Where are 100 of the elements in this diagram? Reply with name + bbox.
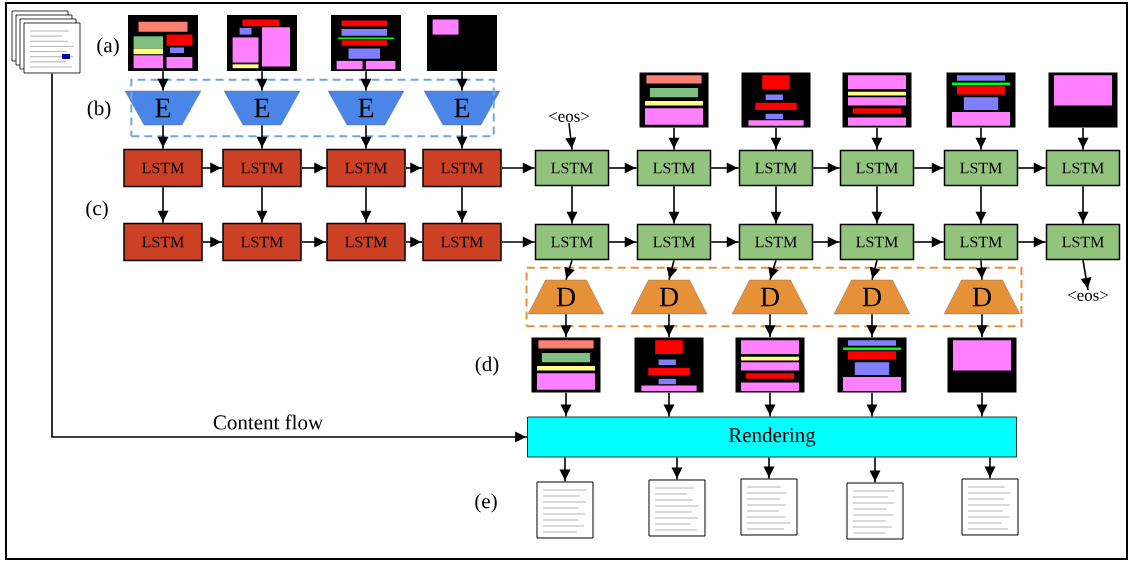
layout-picture <box>1048 72 1118 128</box>
lstm-box: LSTM <box>636 149 712 187</box>
decoder-trapezoid: D <box>630 279 708 315</box>
lstm-box: LSTM <box>1045 223 1121 261</box>
arrow <box>710 162 740 174</box>
token-text: <eos> <box>1067 291 1109 301</box>
arrow <box>564 259 575 281</box>
arrow <box>913 162 945 174</box>
lstm-box: LSTM <box>222 148 302 188</box>
arrow <box>1017 162 1047 174</box>
decoder-trapezoid: D <box>527 279 605 315</box>
lstm-box: LSTM <box>534 223 610 261</box>
arrow <box>975 259 987 281</box>
arrow <box>764 313 776 339</box>
layout-picture <box>837 337 907 393</box>
arrow <box>976 391 988 418</box>
layout-picture <box>639 72 709 128</box>
arrow <box>456 186 468 224</box>
encoder-trapezoid: E <box>423 90 501 126</box>
rendering-box: Rendering <box>527 416 1017 458</box>
token-text: <eos> <box>548 112 590 122</box>
lstm-box: LSTM <box>943 223 1019 261</box>
layout-picture <box>227 15 297 71</box>
arrow <box>763 456 775 480</box>
arrow <box>456 124 468 150</box>
decoder-trapezoid: D <box>833 279 911 315</box>
panel-label: (a) <box>97 37 119 57</box>
layout-picture <box>946 72 1016 128</box>
lstm-box: LSTM <box>839 223 915 261</box>
panel-label: (b) <box>87 100 111 120</box>
arrow <box>812 236 841 248</box>
document-picture <box>961 478 1019 536</box>
encoder-trapezoid: E <box>327 90 405 126</box>
arrow <box>1077 185 1089 225</box>
lstm-box: LSTM <box>1045 149 1121 187</box>
arrow <box>566 185 578 225</box>
panel-label: (e) <box>475 493 497 513</box>
lstm-box: LSTM <box>326 148 406 188</box>
lstm-box: LSTM <box>123 148 203 188</box>
arrow <box>866 391 878 418</box>
lstm-box: LSTM <box>943 149 1019 187</box>
lstm-box: LSTM <box>422 222 502 262</box>
decoder-trapezoid: D <box>731 279 809 315</box>
arrow <box>456 70 468 92</box>
arrow <box>360 186 372 224</box>
lstm-box: LSTM <box>422 148 502 188</box>
arrow <box>975 185 987 225</box>
arrow <box>201 162 224 174</box>
arrow <box>560 313 572 339</box>
panel-label: (c) <box>86 200 108 220</box>
arrow <box>157 70 169 92</box>
lstm-box: LSTM <box>839 149 915 187</box>
document-picture <box>648 479 706 537</box>
layout-picture <box>741 72 811 128</box>
arrow <box>671 456 683 481</box>
layout-picture <box>331 15 401 71</box>
arrow <box>559 456 571 483</box>
arrow <box>1017 236 1047 248</box>
layout-picture <box>947 337 1017 393</box>
arrow <box>360 70 372 92</box>
arrow <box>256 70 268 92</box>
arrow <box>500 236 536 248</box>
arrow <box>1080 259 1092 291</box>
arrow <box>975 126 987 151</box>
arrow <box>913 236 945 248</box>
dashed-group-box <box>525 266 1023 328</box>
arrow <box>404 162 424 174</box>
lstm-box: LSTM <box>636 223 712 261</box>
encoder-trapezoid: E <box>223 90 301 126</box>
lstm-box: LSTM <box>222 222 302 262</box>
dashed-group-box <box>130 78 495 138</box>
arrow <box>663 313 675 339</box>
layout-picture <box>735 337 805 393</box>
arrow <box>560 391 572 418</box>
arrow <box>812 162 841 174</box>
document-picture <box>846 482 904 540</box>
layout-picture <box>842 72 912 128</box>
arrow <box>770 185 782 225</box>
arrow <box>157 186 169 224</box>
arrow <box>565 122 577 151</box>
arrow <box>770 126 782 151</box>
layout-picture <box>531 337 601 393</box>
arrow <box>764 391 776 418</box>
arrow <box>1077 126 1089 151</box>
arrow <box>869 456 881 484</box>
arrow <box>984 456 996 480</box>
layout-picture <box>634 337 704 393</box>
arrow <box>768 259 779 281</box>
arrow <box>201 236 224 248</box>
arrow <box>300 162 328 174</box>
arrow <box>608 162 638 174</box>
arrow <box>663 391 675 418</box>
edge-label: Content flow <box>211 413 325 431</box>
arrow <box>976 313 988 339</box>
panel-label: (d) <box>475 356 499 376</box>
arrow <box>500 162 536 174</box>
arrow <box>666 259 678 281</box>
arrow <box>668 185 680 225</box>
arrow <box>51 72 528 443</box>
lstm-box: LSTM <box>123 222 203 262</box>
